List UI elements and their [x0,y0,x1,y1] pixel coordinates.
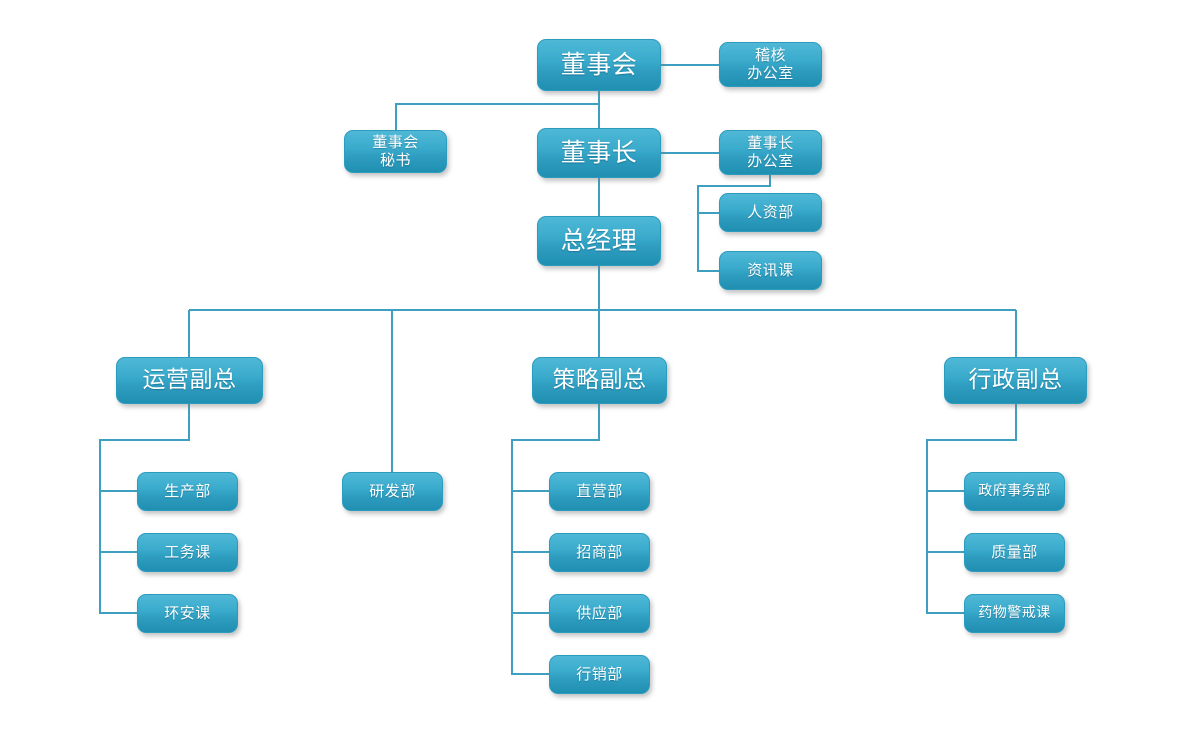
org-node-chairman-office[interactable]: 董事长 办公室 [719,130,822,175]
org-node-audit-office[interactable]: 稽核 办公室 [719,42,822,87]
org-node-vp-admin[interactable]: 行政副总 [944,357,1087,404]
org-node-board[interactable]: 董事会 [537,39,661,91]
org-node-board-secretary[interactable]: 董事会 秘书 [344,130,447,173]
org-node-vp-operations[interactable]: 运营副总 [116,357,263,404]
org-node-chairman[interactable]: 董事长 [537,128,661,178]
org-node-gov-affairs[interactable]: 政府事务部 [964,472,1065,511]
org-node-rnd-dept[interactable]: 研发部 [342,472,443,511]
org-node-quality-dept[interactable]: 质量部 [964,533,1065,572]
org-node-general-manager[interactable]: 总经理 [537,216,661,266]
org-node-hr-dept[interactable]: 人资部 [719,193,822,232]
org-node-supply-dept[interactable]: 供应部 [549,594,650,633]
org-node-marketing-dept[interactable]: 行销部 [549,655,650,694]
org-node-it-section[interactable]: 资讯课 [719,251,822,290]
org-node-direct-sales[interactable]: 直营部 [549,472,650,511]
org-node-works-section[interactable]: 工务课 [137,533,238,572]
org-node-investment-dept[interactable]: 招商部 [549,533,650,572]
org-node-pharmacovigilance[interactable]: 药物警戒课 [964,594,1065,633]
org-node-ehs-section[interactable]: 环安课 [137,594,238,633]
connector-board-to-board-secretary [395,103,599,130]
org-node-production-dept[interactable]: 生产部 [137,472,238,511]
org-node-vp-strategy[interactable]: 策略副总 [532,357,667,404]
